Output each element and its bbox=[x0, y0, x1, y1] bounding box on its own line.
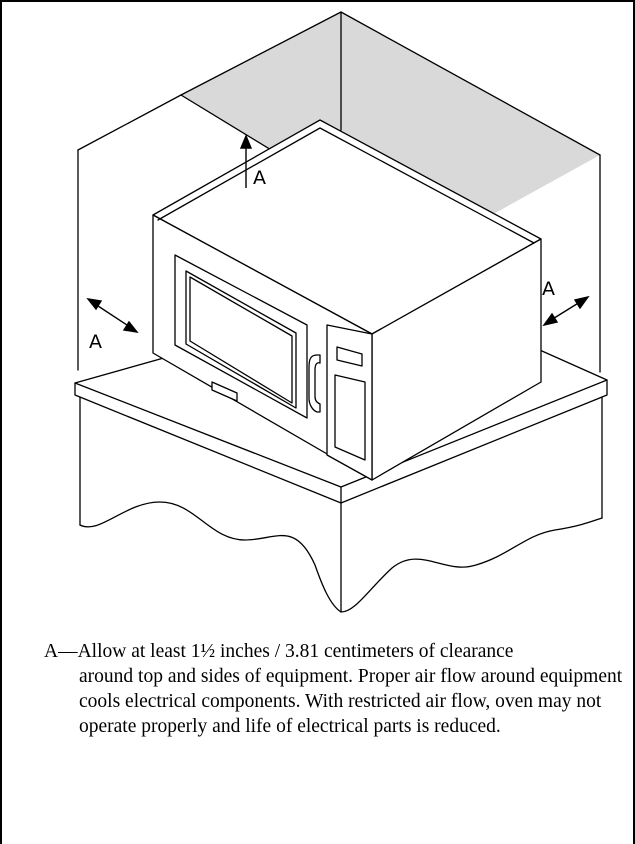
oven-top-inner-edge bbox=[157, 127, 535, 244]
control-keypad bbox=[334, 374, 366, 461]
left-arrowhead-a bbox=[86, 298, 103, 311]
oven-door-window bbox=[185, 270, 297, 409]
top-clearance-label: A bbox=[253, 167, 266, 189]
right-arrowhead-b bbox=[573, 295, 590, 310]
front-badge bbox=[211, 381, 238, 402]
counter-front-lip bbox=[74, 382, 342, 504]
left-clearance-wall-top bbox=[77, 94, 182, 151]
counter-side-lip bbox=[340, 379, 608, 504]
left-clearance-label: A bbox=[89, 331, 102, 353]
caption-continuation: around top and sides of equipment. Prope… bbox=[79, 666, 623, 737]
right-clearance-label: A bbox=[542, 278, 555, 300]
top-arrowhead bbox=[239, 134, 253, 149]
oven-door-handle bbox=[308, 354, 321, 413]
caption-first-line: A—Allow at least 1½ inches / 3.81 centim… bbox=[44, 641, 514, 662]
left-arrow bbox=[94, 303, 131, 328]
counter-cutaway-front bbox=[79, 501, 342, 613]
clearance-diagram: A A A bbox=[74, 11, 608, 613]
counter-cutaway-side bbox=[340, 517, 603, 613]
control-display bbox=[336, 346, 363, 367]
top-clearance-zone bbox=[181, 12, 600, 248]
clearance-caption: A—Allow at least 1½ inches / 3.81 centim… bbox=[44, 639, 634, 739]
oven-door-window-inner bbox=[189, 276, 293, 404]
right-arrow bbox=[550, 301, 581, 321]
right-arrowhead-a bbox=[542, 312, 559, 327]
left-arrowhead-b bbox=[122, 320, 139, 333]
